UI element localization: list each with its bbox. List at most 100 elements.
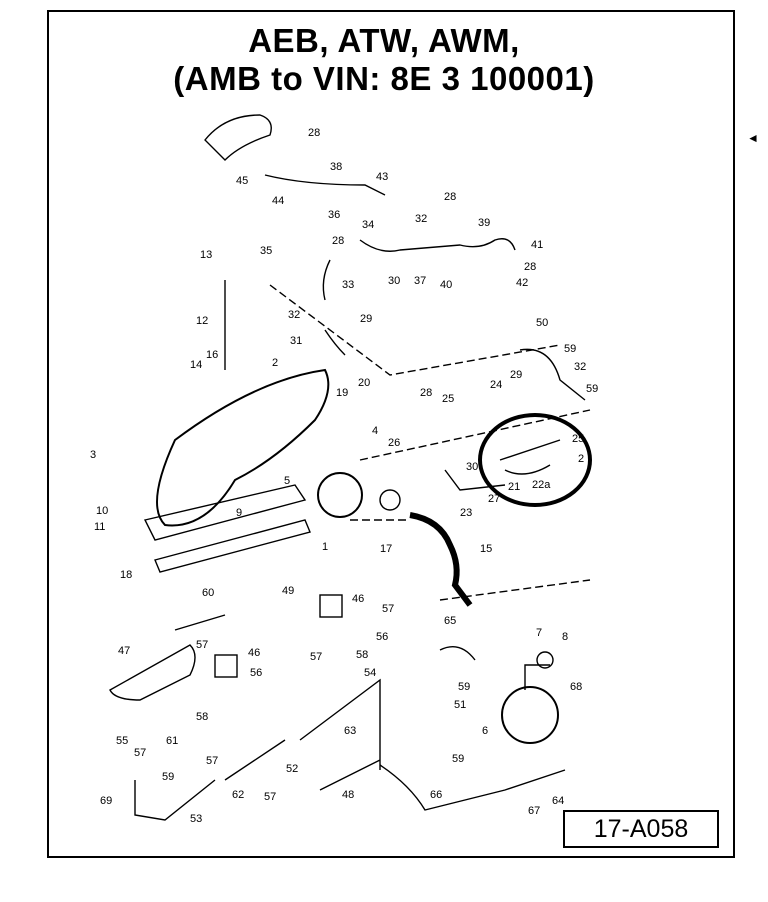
- svg-text:28: 28: [308, 127, 320, 139]
- svg-text:43: 43: [376, 171, 388, 183]
- svg-text:42: 42: [516, 277, 528, 289]
- svg-text:27: 27: [488, 493, 500, 505]
- svg-text:17: 17: [380, 543, 392, 555]
- solenoid-valve-46a: [319, 594, 343, 618]
- svg-text:51: 51: [454, 699, 466, 711]
- highlight-circle: [478, 413, 592, 507]
- hose-33: [322, 259, 331, 301]
- svg-text:62: 62: [232, 789, 244, 801]
- svg-text:18: 18: [120, 569, 132, 581]
- svg-text:57: 57: [382, 603, 394, 615]
- intake-hose-15: [409, 512, 473, 607]
- hose-upper-38: [264, 174, 386, 196]
- svg-text:37: 37: [414, 275, 426, 287]
- svg-text:45: 45: [236, 175, 248, 187]
- svg-text:28: 28: [420, 387, 432, 399]
- svg-text:12: 12: [196, 315, 208, 327]
- side-marker-arrow: ◄: [747, 131, 759, 145]
- solenoid-valve-46b: [214, 654, 238, 678]
- svg-text:59: 59: [564, 343, 576, 355]
- svg-text:38: 38: [330, 161, 342, 173]
- intake-boot: [204, 114, 272, 161]
- bracket-47: [109, 644, 196, 701]
- svg-text:10: 10: [96, 505, 108, 517]
- svg-text:2: 2: [578, 453, 584, 465]
- svg-text:28: 28: [444, 191, 456, 203]
- svg-text:46: 46: [352, 593, 364, 605]
- svg-text:59: 59: [162, 771, 174, 783]
- svg-text:13: 13: [200, 249, 212, 261]
- svg-text:59: 59: [586, 383, 598, 395]
- svg-text:63: 63: [344, 725, 356, 737]
- svg-text:68: 68: [570, 681, 582, 693]
- svg-text:32: 32: [288, 309, 300, 321]
- svg-text:25: 25: [572, 433, 584, 445]
- diagram-title-line2: (AMB to VIN: 8E 3 100001): [173, 60, 595, 97]
- svg-text:24: 24: [490, 379, 502, 391]
- svg-text:39: 39: [478, 217, 490, 229]
- svg-text:8: 8: [562, 631, 568, 643]
- svg-text:30: 30: [388, 275, 400, 287]
- throttle-body: [317, 472, 363, 518]
- svg-text:58: 58: [356, 649, 368, 661]
- svg-text:65: 65: [444, 615, 456, 627]
- svg-text:32: 32: [415, 213, 427, 225]
- svg-text:28: 28: [524, 261, 536, 273]
- svg-text:1: 1: [322, 541, 328, 553]
- svg-text:41: 41: [531, 239, 543, 251]
- svg-text:3: 3: [90, 449, 96, 461]
- svg-text:69: 69: [100, 795, 112, 807]
- svg-text:35: 35: [260, 245, 272, 257]
- intake-manifold: [156, 368, 330, 527]
- hose-23: [444, 469, 506, 491]
- svg-text:59: 59: [458, 681, 470, 693]
- svg-text:36: 36: [328, 209, 340, 221]
- svg-text:31: 31: [290, 335, 302, 347]
- svg-text:40: 40: [440, 279, 452, 291]
- vacuum-line-62: [224, 739, 286, 781]
- vacuum-line-48: [299, 678, 381, 791]
- svg-text:56: 56: [376, 631, 388, 643]
- svg-text:52: 52: [286, 763, 298, 775]
- svg-text:49: 49: [282, 585, 294, 597]
- svg-text:7: 7: [536, 627, 542, 639]
- vacuum-reservoir-6: [501, 686, 559, 744]
- svg-text:5: 5: [284, 475, 290, 487]
- svg-text:54: 54: [364, 667, 376, 679]
- hose-50: [519, 348, 586, 401]
- svg-text:57: 57: [196, 639, 208, 651]
- svg-text:20: 20: [358, 377, 370, 389]
- svg-text:60: 60: [202, 587, 214, 599]
- svg-text:50: 50: [536, 317, 548, 329]
- svg-text:47: 47: [118, 645, 130, 657]
- vacuum-line-69: [134, 779, 216, 821]
- svg-text:64: 64: [552, 795, 564, 807]
- svg-text:29: 29: [510, 369, 522, 381]
- svg-text:6: 6: [482, 725, 488, 737]
- diagram-frame: [47, 10, 735, 858]
- svg-text:30: 30: [466, 461, 478, 473]
- reference-code-box: 17-A058: [563, 810, 719, 848]
- svg-text:67: 67: [528, 805, 540, 817]
- svg-text:57: 57: [134, 747, 146, 759]
- svg-text:32: 32: [574, 361, 586, 373]
- svg-text:59: 59: [452, 753, 464, 765]
- manifold-gasket-18: [154, 519, 311, 573]
- svg-text:26: 26: [388, 437, 400, 449]
- svg-text:48: 48: [342, 789, 354, 801]
- svg-text:53: 53: [190, 813, 202, 825]
- svg-text:57: 57: [310, 651, 322, 663]
- vacuum-line-60: [174, 614, 226, 631]
- svg-text:19: 19: [336, 387, 348, 399]
- svg-text:44: 44: [272, 195, 284, 207]
- diagram-title-line1: AEB, ATW, AWM,: [248, 22, 520, 59]
- svg-text:29: 29: [360, 313, 372, 325]
- svg-text:61: 61: [166, 735, 178, 747]
- svg-text:34: 34: [362, 219, 374, 231]
- svg-text:66: 66: [430, 789, 442, 801]
- svg-text:55: 55: [116, 735, 128, 747]
- svg-text:25: 25: [442, 393, 454, 405]
- svg-text:15: 15: [480, 543, 492, 555]
